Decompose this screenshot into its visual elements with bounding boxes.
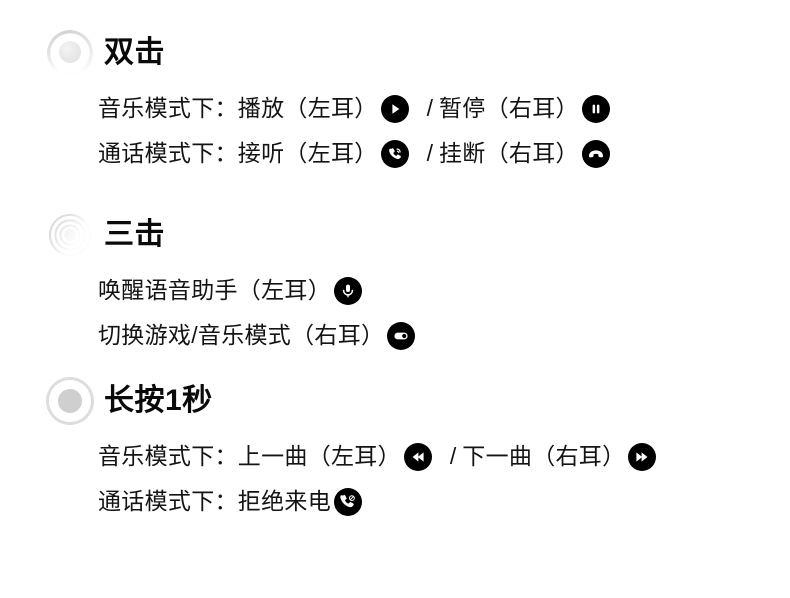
next-track-icon (628, 442, 657, 471)
section-header-triple-tap: 三击 (0, 208, 790, 262)
reject-call-icon (334, 487, 362, 516)
row-label-left: 音乐模式下：上一曲（左耳） (98, 443, 401, 469)
row-label-right: 下一曲（右耳） (462, 443, 626, 469)
row-label-left: 通话模式下：拒绝来电 (98, 488, 331, 514)
section-long-press: 长按1秒 音乐模式下：上一曲（左耳） / 下一曲（右耳） (0, 374, 790, 524)
section-header-double-tap: 双击 (0, 26, 790, 80)
row-voice-assistant: 唤醒语音助手（左耳） (98, 268, 790, 313)
rows-triple-tap: 唤醒语音助手（左耳） 切换游戏/音乐模式（右耳） (0, 262, 790, 358)
row-call-answer-hangup: 通话模式下：接听（左耳） / 挂断（右耳） (98, 131, 790, 176)
row-game-music-mode: 切换游戏/音乐模式（右耳） (98, 313, 790, 358)
row-separator: / (449, 443, 457, 469)
section-title-double-tap: 双击 (104, 36, 165, 69)
row-label-left: 音乐模式下：播放（左耳） (98, 95, 378, 121)
row-music-prev-next: 音乐模式下：上一曲（左耳） / 下一曲（右耳） (98, 434, 790, 479)
rows-double-tap: 音乐模式下：播放（左耳） / 暂停（右耳） 通话模式下：接听（左耳） (0, 80, 790, 176)
play-icon (380, 94, 409, 123)
toggle-switch-icon (387, 321, 416, 350)
row-separator: / (426, 140, 433, 166)
row-label-left: 切换游戏/音乐模式（右耳） (98, 322, 385, 348)
rows-long-press: 音乐模式下：上一曲（左耳） / 下一曲（右耳） 通话模式下 (0, 428, 790, 524)
microphone-icon (334, 276, 362, 305)
hang-up-icon (581, 139, 610, 168)
section-title-triple-tap: 三击 (104, 218, 165, 251)
previous-track-icon (403, 442, 432, 471)
section-double-tap: 双击 音乐模式下：播放（左耳） / 暂停（右耳） (0, 26, 790, 176)
answer-call-icon (380, 139, 409, 168)
pause-icon (581, 94, 610, 123)
section-header-long-press: 长按1秒 (0, 374, 790, 428)
double-tap-icon (46, 29, 94, 77)
row-label-right: 暂停（右耳） (439, 95, 579, 121)
row-label-left: 通话模式下：接听（左耳） (98, 140, 378, 166)
section-title-long-press: 长按1秒 (104, 384, 213, 417)
triple-tap-icon (46, 211, 94, 259)
row-separator: / (426, 95, 433, 121)
row-label-right: 挂断（右耳） (439, 140, 579, 166)
row-label-left: 唤醒语音助手（左耳） (98, 277, 331, 303)
row-call-reject: 通话模式下：拒绝来电 (98, 479, 790, 524)
long-press-icon (46, 377, 94, 425)
row-music-play-pause: 音乐模式下：播放（左耳） / 暂停（右耳） (98, 86, 790, 131)
section-triple-tap: 三击 唤醒语音助手（左耳） 切换游戏/音乐模式（右耳） (0, 208, 790, 358)
